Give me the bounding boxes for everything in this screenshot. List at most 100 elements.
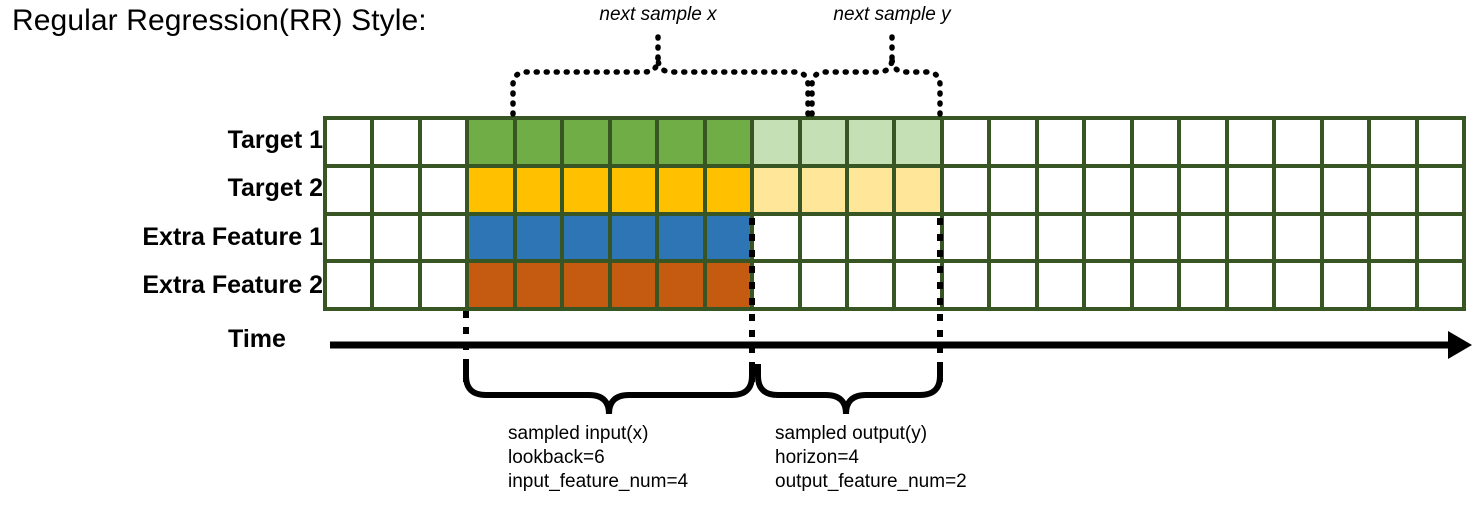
grid-cell-r1-c23-empty (1371, 120, 1415, 164)
grid-cell-r4-c11-empty (801, 263, 846, 307)
bottom-brace-sampled-input (463, 364, 755, 415)
grid-cell-r4-c20-empty (1228, 263, 1273, 307)
grid-cell-r2-c22-empty (1323, 167, 1368, 212)
grid-cell-r4-c13-empty (896, 263, 940, 307)
timeline-grid (323, 116, 1466, 311)
grid-cell-r2-c8-input (659, 167, 703, 212)
note-sampled-input-line-1: sampled input(x) (508, 423, 649, 444)
time-axis (330, 331, 1472, 359)
note-sampled-input: sampled input(x) lookback=6 input_featur… (508, 422, 688, 494)
top-brace-label-next-sample-y: next sample y (833, 4, 951, 25)
row-label-target-2: Target 2 (227, 174, 323, 202)
grid-cell-r3-c8-input (659, 215, 703, 260)
grid-cell-r4-c23-empty (1371, 263, 1415, 307)
grid-cell-r3-c20-empty (1228, 215, 1273, 260)
grid-cell-r1-c16-empty (1038, 120, 1083, 164)
grid-cell-r4-c8-input (659, 263, 703, 307)
grid-cell-r4-c5-input (516, 263, 561, 307)
grid-cell-r4-c9-input (706, 263, 751, 307)
grid-cell-r2-c3-empty (421, 167, 466, 212)
grid-cell-r1-c6-input (564, 120, 608, 164)
grid-cell-r2-c19-empty (1181, 167, 1225, 212)
grid-cell-r3-c16-empty (1038, 215, 1083, 260)
grid-cell-r4-c21-empty (1276, 263, 1320, 307)
grid-cell-r4-c24-empty (1418, 263, 1462, 307)
grid-cell-r3-c6-input (564, 215, 608, 260)
grid-cell-r2-c14-empty (943, 167, 988, 212)
grid-cell-r3-c2-empty (374, 215, 418, 260)
grid-cell-r2-c7-input (611, 167, 656, 212)
page-title: Regular Regression(RR) Style: (12, 4, 427, 37)
grid-cell-r3-c17-empty (1086, 215, 1130, 260)
grid-cell-r1-c3-empty (421, 120, 466, 164)
grid-cell-r2-c24-empty (1418, 167, 1462, 212)
grid-cell-r4-c6-input (564, 263, 608, 307)
grid-cell-r2-c11-output (801, 167, 846, 212)
grid-cell-r2-c13-output (896, 167, 940, 212)
grid-cell-r4-c12-empty (849, 263, 893, 307)
grid-cell-r3-c11-empty (801, 215, 846, 260)
grid-cell-r1-c10-output (754, 120, 798, 164)
time-axis-label: Time (228, 325, 286, 353)
grid-cell-r4-c7-input (611, 263, 656, 307)
note-sampled-input-line-3: input_feature_num=4 (508, 471, 689, 492)
bottom-brace-sampled-output (755, 364, 943, 415)
grid-cell-r2-c21-empty (1276, 167, 1320, 212)
grid-cell-r3-c23-empty (1371, 215, 1415, 260)
grid-cell-r1-c1-empty (327, 120, 371, 164)
grid-cell-r1-c17-empty (1086, 120, 1130, 164)
grid-cell-r3-c5-input (516, 215, 561, 260)
grid-cell-r1-c13-output (896, 120, 940, 164)
grid-cell-r1-c9-input (706, 120, 751, 164)
grid-cell-r1-c22-empty (1323, 120, 1368, 164)
note-sampled-input-line-2: lookback=6 (508, 447, 605, 468)
grid-cell-r2-c18-empty (1133, 167, 1178, 212)
grid-cell-r3-c18-empty (1133, 215, 1178, 260)
grid-cell-r3-c1-empty (327, 215, 371, 260)
grid-cell-r2-c20-empty (1228, 167, 1273, 212)
grid-cell-r4-c10-empty (754, 263, 798, 307)
row-label-extra-feature-1: Extra Feature 1 (142, 223, 323, 251)
note-sampled-output-line-1: sampled output(y) (775, 423, 928, 444)
grid-cell-r1-c19-empty (1181, 120, 1225, 164)
grid-cell-r3-c10-empty (754, 215, 798, 260)
grid-cell-r1-c2-empty (374, 120, 418, 164)
grid-cell-r2-c15-empty (991, 167, 1035, 212)
grid-cell-r4-c19-empty (1181, 263, 1225, 307)
grid-cell-r4-c2-empty (374, 263, 418, 307)
grid-cell-r2-c2-empty (374, 167, 418, 212)
grid-cell-r3-c21-empty (1276, 215, 1320, 260)
grid-cell-r2-c4-input (469, 167, 513, 212)
grid-cell-r3-c19-empty (1181, 215, 1225, 260)
grid-cell-r2-c6-input (564, 167, 608, 212)
grid-cell-r3-c7-input (611, 215, 656, 260)
grid-cell-r1-c11-output (801, 120, 846, 164)
note-sampled-output: sampled output(y) horizon=4 output_featu… (775, 422, 967, 494)
grid-cell-r1-c18-empty (1133, 120, 1178, 164)
top-brace-next-sample-y (809, 55, 943, 117)
grid-cell-r2-c5-input (516, 167, 561, 212)
grid-cell-r2-c9-input (706, 167, 751, 212)
grid-cell-r2-c16-empty (1038, 167, 1083, 212)
grid-cell-r4-c4-input (469, 263, 513, 307)
row-label-extra-feature-2: Extra Feature 2 (142, 271, 323, 299)
grid-cell-r1-c4-input (469, 120, 513, 164)
grid-cell-r4-c16-empty (1038, 263, 1083, 307)
grid-cell-r4-c1-empty (327, 263, 371, 307)
grid-cell-r1-c15-empty (991, 120, 1035, 164)
grid-cell-r4-c22-empty (1323, 263, 1368, 307)
grid-cell-r3-c14-empty (943, 215, 988, 260)
grid-cell-r2-c12-output (849, 167, 893, 212)
grid-cell-r1-c20-empty (1228, 120, 1273, 164)
grid-cell-r1-c14-empty (943, 120, 988, 164)
grid-cell-r4-c18-empty (1133, 263, 1178, 307)
grid-cell-r3-c24-empty (1418, 215, 1462, 260)
grid-cell-r1-c21-empty (1276, 120, 1320, 164)
row-label-target-1: Target 1 (227, 126, 323, 154)
grid-cell-r4-c3-empty (421, 263, 466, 307)
grid-cell-r3-c9-input (706, 215, 751, 260)
grid-cell-r1-c7-input (611, 120, 656, 164)
grid-cell-r1-c24-empty (1418, 120, 1462, 164)
grid-cell-r2-c23-empty (1371, 167, 1415, 212)
